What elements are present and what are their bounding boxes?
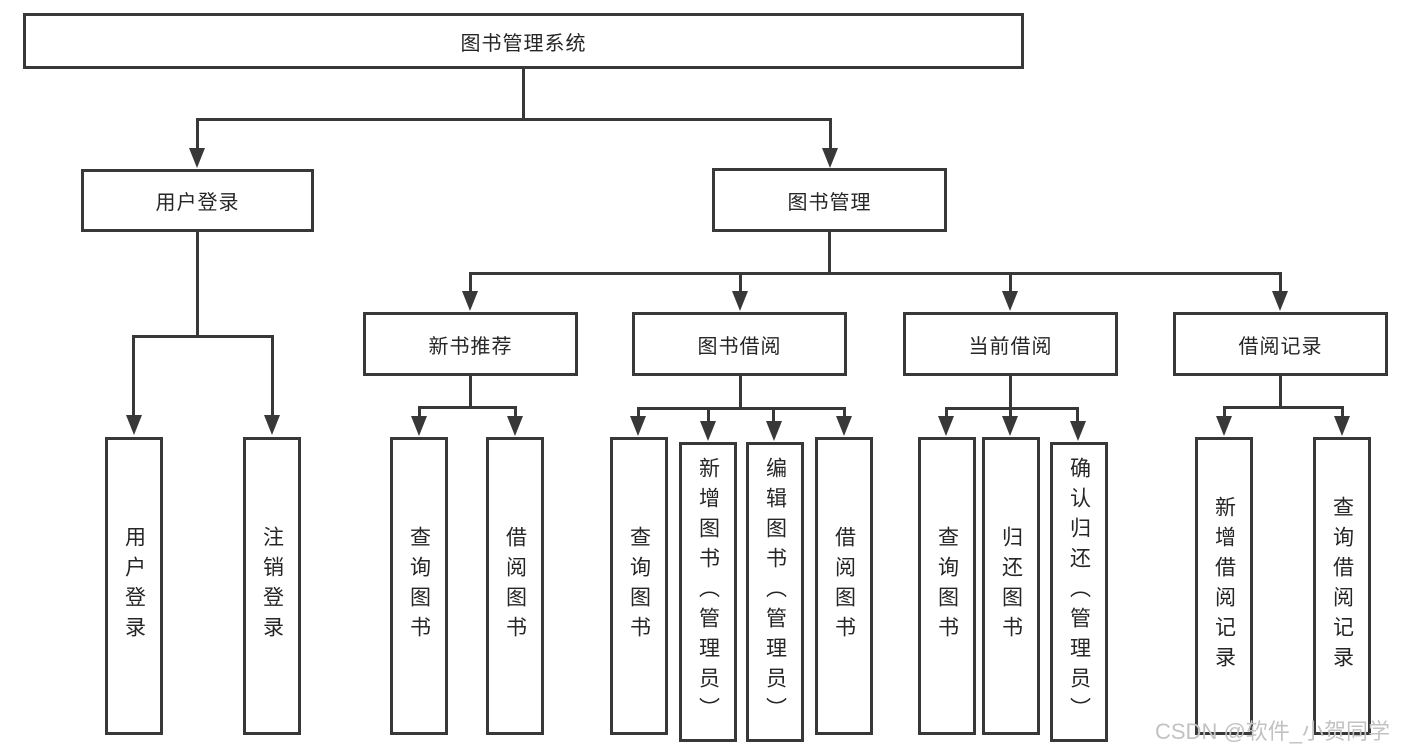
node-borrowing-records: 借阅记录 bbox=[1173, 312, 1388, 376]
leaf-label: 查询借阅记录 bbox=[1330, 496, 1354, 676]
leaf-label: 查询图书 bbox=[407, 526, 431, 646]
leaf-borrow-books: 借阅图书 bbox=[486, 437, 544, 735]
node-book-borrowing: 图书借阅 bbox=[632, 312, 847, 376]
arrowhead-down-icon bbox=[507, 416, 523, 436]
connector-horizontal bbox=[418, 406, 517, 409]
leaf-label: 编辑图书（管理员） bbox=[763, 457, 787, 727]
connector-stub bbox=[1009, 376, 1012, 407]
leaf-add-books-admin: 新增图书（管理员） bbox=[679, 442, 737, 742]
leaf-query-books: 查询图书 bbox=[390, 437, 448, 735]
connector-horizontal bbox=[945, 407, 1079, 410]
leaf-label: 查询图书 bbox=[627, 526, 651, 646]
leaf-label: 新增借阅记录 bbox=[1212, 496, 1236, 676]
connector-stub bbox=[829, 118, 832, 154]
connector-stub bbox=[739, 376, 742, 407]
leaf-query-borrow-record: 查询借阅记录 bbox=[1313, 437, 1371, 735]
leaf-label: 借阅图书 bbox=[832, 526, 856, 646]
connector-stub bbox=[945, 407, 948, 422]
connector-stub bbox=[772, 407, 775, 425]
connector-stub bbox=[637, 407, 640, 422]
leaf-label: 用户登录 bbox=[122, 526, 146, 646]
node-label: 当前借阅 bbox=[968, 335, 1053, 358]
node-label: 图书管理系统 bbox=[460, 32, 587, 55]
leaf-label: 借阅图书 bbox=[503, 526, 527, 646]
connector-stub bbox=[1076, 407, 1079, 425]
connector-stub bbox=[1341, 406, 1344, 422]
connector-stub bbox=[707, 407, 710, 425]
arrowhead-down-icon bbox=[822, 148, 838, 168]
leaf-confirm-return-admin: 确认归还（管理员） bbox=[1050, 442, 1108, 742]
leaf-borrow-books: 借阅图书 bbox=[815, 437, 873, 735]
arrowhead-down-icon bbox=[126, 415, 142, 435]
leaf-user-login: 用户登录 bbox=[105, 437, 163, 735]
leaf-add-borrow-record: 新增借阅记录 bbox=[1195, 437, 1253, 735]
node-new-book-recommendation: 新书推荐 bbox=[363, 312, 578, 376]
connector-stub bbox=[418, 406, 421, 422]
connector-stub bbox=[514, 406, 517, 422]
node-book-management: 图书管理 bbox=[712, 168, 947, 232]
arrowhead-down-icon bbox=[1002, 291, 1018, 311]
connector-stub bbox=[739, 272, 742, 294]
connector-horizontal bbox=[132, 335, 274, 338]
arrowhead-down-icon bbox=[1002, 416, 1018, 436]
connector-stub bbox=[132, 335, 135, 419]
arrowhead-down-icon bbox=[836, 416, 852, 436]
leaf-query-books: 查询图书 bbox=[918, 437, 976, 735]
arrowhead-down-icon bbox=[700, 421, 716, 441]
node-library-management-system: 图书管理系统 bbox=[23, 13, 1024, 69]
leaf-label: 归还图书 bbox=[999, 526, 1023, 646]
node-label: 用户登录 bbox=[155, 192, 240, 214]
node-label: 图书借阅 bbox=[697, 335, 782, 358]
node-current-borrowing: 当前借阅 bbox=[903, 312, 1118, 376]
arrowhead-down-icon bbox=[264, 415, 280, 435]
leaf-label: 查询图书 bbox=[935, 526, 959, 646]
arrowhead-down-icon bbox=[1216, 416, 1232, 436]
connector-stub bbox=[1279, 376, 1282, 406]
csdn-watermark: CSDN @软件_小贺同学 bbox=[1155, 719, 1391, 744]
leaf-label: 新增图书（管理员） bbox=[696, 457, 720, 727]
leaf-logout: 注销登录 bbox=[243, 437, 301, 735]
connector-stub bbox=[271, 335, 274, 419]
arrowhead-down-icon bbox=[1070, 421, 1086, 441]
arrowhead-down-icon bbox=[1334, 416, 1350, 436]
connector-stub bbox=[828, 232, 831, 272]
leaf-return-books: 归还图书 bbox=[982, 437, 1040, 735]
arrowhead-down-icon bbox=[630, 416, 646, 436]
connector-stub bbox=[196, 232, 199, 335]
leaf-query-books: 查询图书 bbox=[610, 437, 668, 735]
connector-root-horizontal bbox=[196, 118, 832, 121]
connector-stub bbox=[1279, 272, 1282, 294]
arrowhead-down-icon bbox=[766, 421, 782, 441]
arrowhead-down-icon bbox=[189, 148, 205, 168]
leaf-label: 注销登录 bbox=[260, 526, 284, 646]
arrowhead-down-icon bbox=[1272, 291, 1288, 311]
node-label: 图书管理 bbox=[787, 191, 872, 214]
node-user-login: 用户登录 bbox=[81, 169, 314, 232]
connector-stub bbox=[1009, 407, 1012, 422]
connector-horizontal bbox=[469, 272, 1282, 275]
arrowhead-down-icon bbox=[732, 291, 748, 311]
connector-horizontal bbox=[637, 407, 845, 410]
leaf-edit-books-admin: 编辑图书（管理员） bbox=[746, 442, 804, 742]
connector-stub bbox=[469, 272, 472, 294]
connector-stub bbox=[843, 407, 846, 422]
arrowhead-down-icon bbox=[462, 291, 478, 311]
node-label: 新书推荐 bbox=[428, 335, 513, 358]
node-label: 借阅记录 bbox=[1238, 335, 1323, 358]
arrowhead-down-icon bbox=[411, 416, 427, 436]
connector-stub bbox=[196, 118, 199, 154]
arrowhead-down-icon bbox=[938, 416, 954, 436]
connector-stub bbox=[1009, 272, 1012, 294]
connector-horizontal bbox=[1223, 406, 1344, 409]
connector-stub bbox=[469, 376, 472, 406]
leaf-label: 确认归还（管理员） bbox=[1067, 457, 1091, 727]
connector-root-vertical bbox=[522, 69, 525, 118]
connector-stub bbox=[1223, 406, 1226, 422]
